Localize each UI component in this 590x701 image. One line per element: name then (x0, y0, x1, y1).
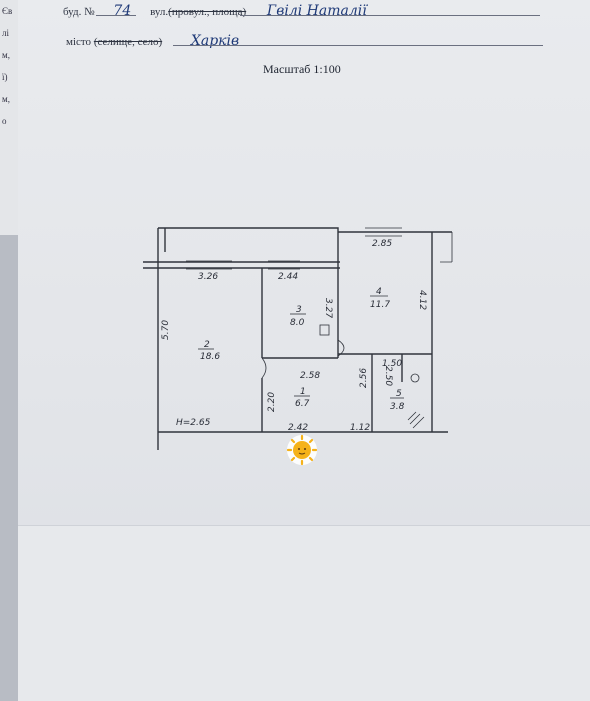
dim-3-27: 3.27 (323, 298, 333, 318)
dim-1-12: 1.12 (350, 423, 370, 433)
stove-fixture (319, 324, 330, 336)
left-fragment: м, (2, 94, 10, 104)
room-2-number: 2 (204, 340, 210, 350)
dim-2-20: 2.20 (267, 392, 277, 412)
sheet-lower-fold (18, 525, 590, 701)
room-4-number: 4 (376, 287, 382, 297)
dim-2-58: 2.58 (300, 371, 320, 381)
floor-plan-sheet: буд. № 74 вул.(провул., площа) Гвілі Нат… (18, 0, 590, 701)
door-swing (261, 357, 267, 379)
left-fragment: ї) (2, 72, 8, 82)
room-3-area: 8.0 (290, 318, 305, 328)
dim-3-26: 3.26 (198, 272, 218, 282)
street-label: вул. (150, 6, 169, 18)
radiator-fixture (407, 411, 425, 429)
door-swing (337, 339, 345, 357)
dim-2-56: 2.56 (359, 368, 369, 388)
dim-2-44: 2.44 (278, 272, 298, 282)
toilet-fixture (410, 373, 420, 383)
building-prefix: буд. № (63, 6, 95, 18)
dim-1-50: 1.50 (382, 359, 402, 369)
room-2-area: 18.6 (200, 352, 220, 362)
outer-wall (440, 232, 453, 263)
room-5-number: 5 (396, 389, 402, 399)
ceiling-height: H=2.65 (176, 418, 211, 428)
room-5-area: 3.8 (390, 402, 405, 412)
city-label: місто (66, 36, 92, 48)
dim-5-70: 5.70 (161, 320, 171, 340)
window-marks (186, 260, 300, 270)
city-type-struck: (селище, село) (93, 36, 163, 48)
underline (96, 15, 136, 16)
room-4-area: 11.7 (370, 300, 390, 310)
room-3-number: 3 (296, 305, 302, 315)
dim-2-42: 2.42 (288, 423, 308, 433)
left-fragment: о (2, 116, 7, 126)
sun-sticker-icon (286, 434, 318, 466)
outer-wall (158, 227, 339, 268)
dim-2-85: 2.85 (372, 239, 392, 249)
left-fragment: лі (2, 28, 9, 38)
underline (173, 45, 543, 46)
left-fragment: м, (2, 50, 10, 60)
street-type-struck: (провул., площа) (168, 6, 247, 18)
scale-label: Масштаб 1:100 (263, 62, 341, 76)
left-fragment: Єв (2, 6, 13, 16)
window-marks (365, 227, 402, 237)
dim-2-50: 2.50 (383, 366, 393, 386)
dim-4-12: 4.12 (417, 290, 427, 310)
underline (240, 15, 540, 16)
room-1-area: 6.7 (295, 399, 310, 409)
room-1-number: 1 (300, 387, 306, 397)
